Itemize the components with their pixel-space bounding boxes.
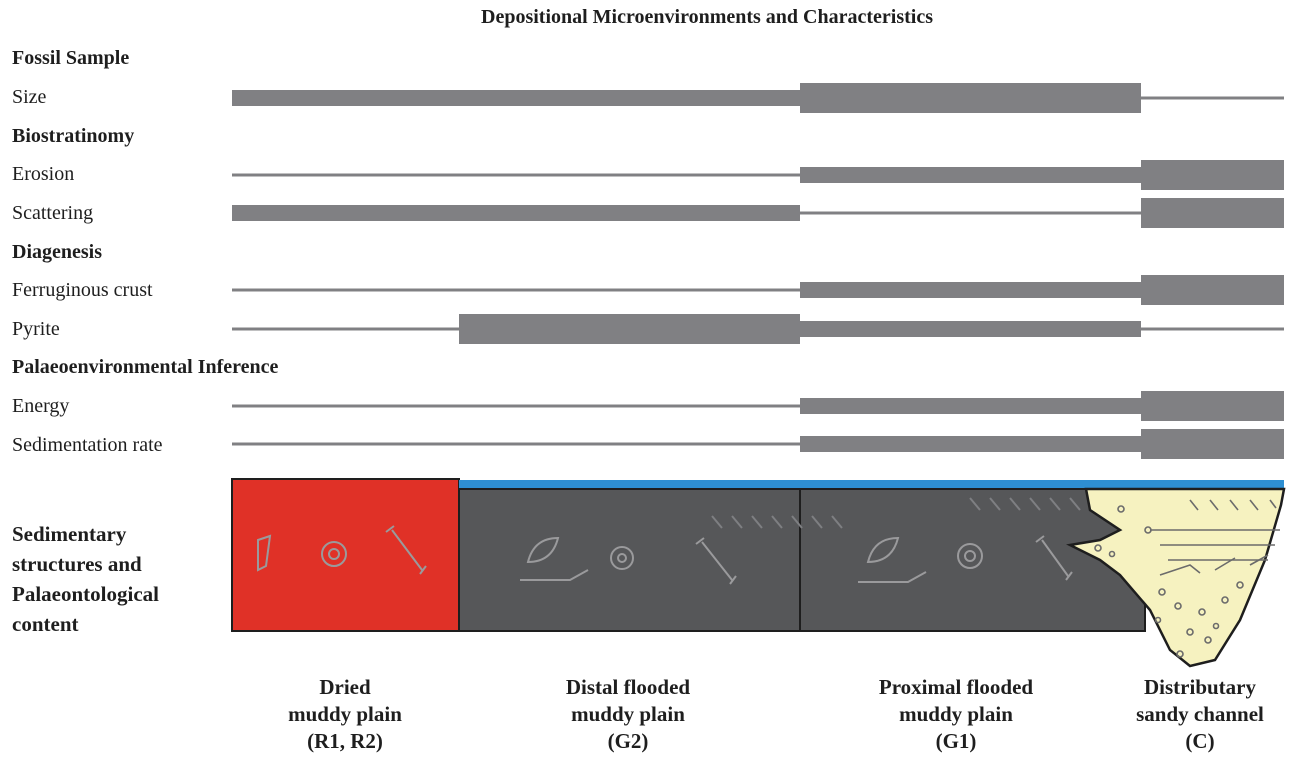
leaf-icon-2 <box>866 536 900 564</box>
zone-label-proximal: Proximal flooded muddy plain (G1) <box>856 674 1056 755</box>
zone-label-channel: Distributary sandy channel (C) <box>1110 674 1290 755</box>
zone-label-line: (G2) <box>607 729 649 753</box>
structures-label-line-1: Sedimentary <box>12 522 127 546</box>
zone-label-line: (G1) <box>935 729 977 753</box>
zone-label-distal: Distal flooded muddy plain (G2) <box>528 674 728 755</box>
bar-pyrite-1 <box>459 314 800 344</box>
row-label-sedimentation: Sedimentation rate <box>12 434 163 456</box>
zone-label-line: muddy plain <box>899 702 1013 726</box>
branch-icon <box>520 569 589 581</box>
row-label-scattering: Scattering <box>12 202 94 224</box>
zone-label-line: muddy plain <box>571 702 685 726</box>
distal-flooded-zone <box>458 488 801 632</box>
cross-lamination-marks <box>711 497 1081 529</box>
bar-size-3 <box>1141 96 1284 100</box>
zone-label-line: Distal flooded <box>565 675 691 699</box>
bar-size-1 <box>459 90 800 106</box>
ammonite-icon-2 <box>610 546 634 570</box>
ammonite-icon <box>321 541 347 567</box>
structures-label-line-3: Palaeontological <box>12 582 159 606</box>
bar-erosion-0 <box>232 173 459 177</box>
bar-sedimentation-0 <box>232 442 459 446</box>
structures-label-line-2: structures and <box>12 552 142 576</box>
bar-ferruginous-2 <box>800 282 1141 298</box>
section-biostratinomy: Biostratinomy <box>12 125 135 147</box>
bar-scattering-2 <box>800 211 1141 215</box>
sandy-channel <box>1066 487 1286 668</box>
bar-scattering-1 <box>459 205 800 221</box>
zone-label-line: Dried <box>319 675 371 699</box>
row-label-energy: Energy <box>12 395 70 417</box>
bar-sedimentation-2 <box>800 436 1141 452</box>
bar-ferruginous-3 <box>1141 275 1284 305</box>
section-palaeo-inference: Palaeoenvironmental Inference <box>12 356 279 378</box>
bone-icon <box>385 525 427 575</box>
row-label-erosion: Erosion <box>12 163 75 185</box>
section-fossil-sample: Fossil Sample <box>12 47 130 69</box>
zone-label-line: (C) <box>1185 729 1215 753</box>
title-text: Depositional Microenvironments and Chara… <box>481 6 934 28</box>
bar-size-2 <box>800 83 1141 113</box>
bone-icon-2 <box>695 537 737 585</box>
bar-energy-2 <box>800 398 1141 414</box>
bar-pyrite-2 <box>800 321 1141 337</box>
bar-energy-3 <box>1141 391 1284 421</box>
zone-label-line: (R1, R2) <box>307 729 383 753</box>
bar-energy-1 <box>459 404 800 408</box>
row-label-pyrite: Pyrite <box>12 318 60 340</box>
zone-label-line: sandy channel <box>1136 702 1264 726</box>
structures-label-line-4: content <box>12 612 79 636</box>
channel-fill-marks <box>1094 499 1280 658</box>
zone-label-line: Proximal flooded <box>878 675 1034 699</box>
bar-scattering-3 <box>1141 198 1284 228</box>
bar-ferruginous-1 <box>459 288 800 292</box>
fossil-icons <box>257 525 1073 585</box>
bar-erosion-3 <box>1141 160 1284 190</box>
zone-label-line: Distributary <box>1144 675 1256 699</box>
bar-ferruginous-0 <box>232 288 459 292</box>
section-diagenesis: Diagenesis <box>12 241 102 263</box>
row-label-size: Size <box>12 86 47 108</box>
row-label-ferruginous: Ferruginous crust <box>12 279 153 301</box>
bar-sedimentation-1 <box>459 442 800 446</box>
bar-erosion-2 <box>800 167 1141 183</box>
zone-label-line: muddy plain <box>288 702 402 726</box>
bar-energy-0 <box>232 404 459 408</box>
bar-sedimentation-3 <box>1141 429 1284 459</box>
bar-erosion-1 <box>459 173 800 177</box>
wood-fossil-icon <box>257 534 272 572</box>
zone-label-dried: Dried muddy plain (R1, R2) <box>245 674 445 755</box>
bar-pyrite-3 <box>1141 327 1284 331</box>
structures-label: Sedimentary structures and Palaeontologi… <box>12 519 159 639</box>
bone-icon-3 <box>1035 535 1073 581</box>
leaf-icon <box>526 536 560 564</box>
branch-icon-2 <box>858 571 927 583</box>
proximal-flooded-zone <box>799 488 1146 632</box>
bar-scattering-0 <box>232 205 459 221</box>
ammonite-icon-3 <box>957 543 983 569</box>
bar-size-0 <box>232 90 459 106</box>
bar-pyrite-0 <box>232 327 459 331</box>
water-layer <box>459 480 1284 489</box>
